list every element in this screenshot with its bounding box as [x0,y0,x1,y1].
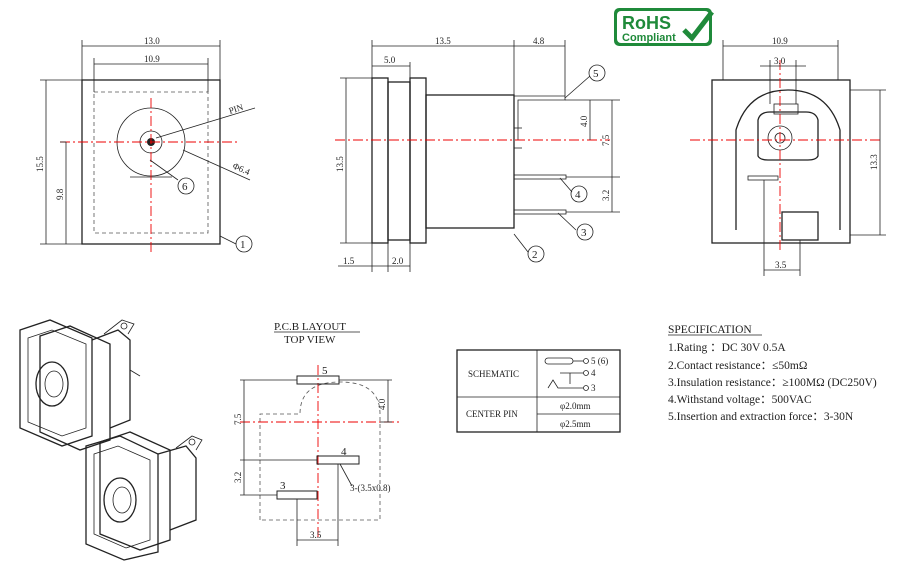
pcb-dim-4-0: 4.0 [377,398,387,410]
pcb-title: P.C.B LAYOUT [274,321,346,333]
jack-schematic-symbol [544,357,589,391]
pin-size-2-0: φ2.0mm [560,401,590,411]
pcb-layout: P.C.B LAYOUT TOP VIEW 5 4 3 4.0 7.5 3.2 … [233,321,400,546]
spec-item-insulation-resistance: 3.Insulation resistance：≥100MΩ (DC250V) [668,377,877,389]
front-dim-width-inner: 10.9 [144,54,160,64]
front-dim-height-center: 9.8 [55,188,65,200]
pcb-pad-note: 3-(3.5x0.8) [350,483,391,493]
pcb-dim-3-5: 3.5 [310,530,322,540]
rear-dim-width: 10.9 [772,36,788,46]
rear-dim-height: 13.3 [869,154,879,170]
side-dim-height: 13.5 [335,156,345,172]
schematic-row-label: SCHEMATIC [468,369,519,379]
pcb-subtitle: TOP VIEW [284,334,336,346]
rear-view: 10.9 3.0 13.3 3.5 [690,36,886,276]
schematic-pin-5: 5 (6) [591,356,608,366]
front-callout-6: 6 [182,181,188,193]
schematic-pin-3: 3 [591,383,596,393]
front-dim-width-outer: 13.0 [144,36,160,46]
pcb-pad-5: 5 [322,365,328,377]
spec-item-withstand-voltage: 4.Withstand voltage：500VAC [668,394,812,406]
front-pin-label: PIN [228,102,245,116]
schematic-table: SCHEMATIC CENTER PIN 5 (6) 4 3 φ2.0mm φ2… [456,349,621,433]
side-dim-bottom-left: 1.5 [343,256,355,266]
side-callout-5: 5 [593,68,599,80]
pcb-pad-3: 3 [280,480,286,492]
rear-dim-bottom: 3.5 [775,260,787,270]
front-view: 13.0 10.9 15.5 9.8 PIN Φ6.4 6 1 [35,36,256,255]
side-view: 13.5 4.8 5.0 13.5 4.0 7.5 3.2 1.5 2.0 5 … [335,36,620,272]
front-callout-1: 1 [240,239,246,251]
rohs-subtitle: Compliant [622,32,676,44]
spec-item-insertion-force: 5.Insertion and extraction force：3-30N [668,411,854,423]
center-pin-row-label: CENTER PIN [466,409,518,419]
pcb-dim-7-5: 7.5 [233,413,243,425]
side-dim-pin-offset: 4.0 [579,115,589,127]
spec-title: SPECIFICATION [668,324,752,336]
side-dim-flange: 5.0 [384,55,396,65]
isometric-view-bottom [85,431,203,561]
side-dim-pin-spacing: 7.5 [601,134,611,146]
front-dim-height-outer: 15.5 [35,156,45,172]
pcb-pad-4: 4 [341,446,347,458]
pin-size-2-5: φ2.5mm [560,419,590,429]
isometric-view-top [19,319,141,451]
spec-item-contact-resistance: 2.Contact resistance：≤50mΩ [668,360,807,372]
side-callout-3: 3 [581,227,587,239]
rear-dim-slot: 3.0 [774,56,786,66]
specification: SPECIFICATION 1.Rating ：DC 30V 0.5A 2.Co… [668,324,877,423]
side-dim-body-length: 13.5 [435,36,451,46]
rohs-title: RoHS [622,13,671,33]
schematic-pin-4: 4 [591,368,596,378]
pcb-dim-3-2: 3.2 [233,472,243,483]
side-dim-pin-lower: 3.2 [601,190,611,201]
rohs-logo: RoHS Compliant [614,8,714,46]
front-diameter-label: Φ6.4 [231,161,252,178]
side-callout-2: 2 [532,249,538,261]
side-callout-4: 4 [575,189,581,201]
side-dim-pin-length: 4.8 [533,36,545,46]
spec-item-rating: 1.Rating ：DC 30V 0.5A [668,342,786,354]
check-icon [682,10,714,42]
side-dim-bottom-flange: 2.0 [392,256,404,266]
